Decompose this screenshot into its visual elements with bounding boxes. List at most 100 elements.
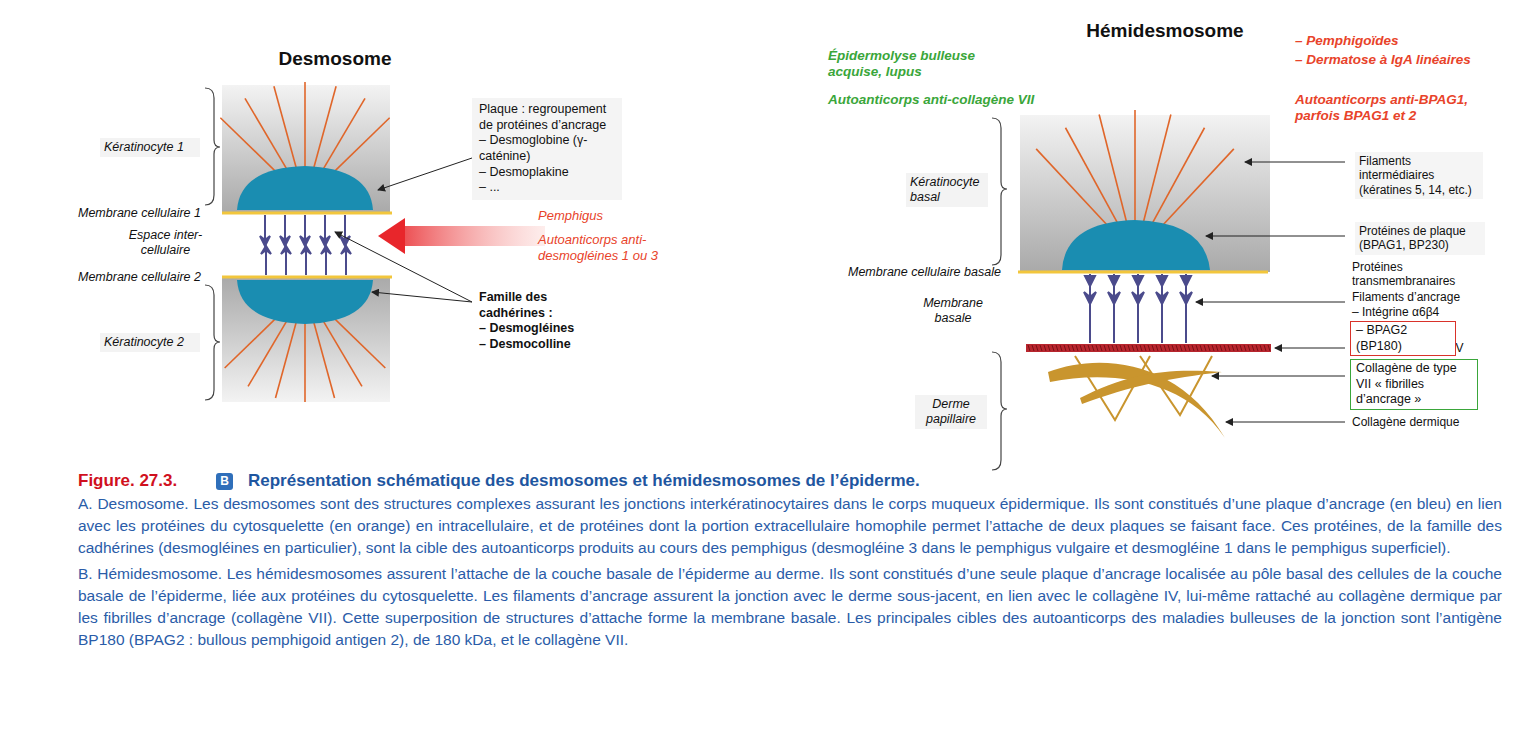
stroke bbox=[1112, 345, 1114, 351]
stroke bbox=[1184, 345, 1186, 351]
arrowhead bbox=[1180, 292, 1192, 304]
stroke bbox=[1052, 345, 1054, 351]
stroke bbox=[1200, 345, 1202, 351]
figure-caption: A. Desmosome. Les desmosomes sont des st… bbox=[78, 493, 1502, 559]
stroke bbox=[304, 215, 306, 240]
stroke bbox=[1100, 345, 1102, 351]
dermal-collagen bbox=[1048, 363, 1225, 438]
stroke bbox=[1140, 345, 1142, 351]
label-box: Plaque : regroupement de protéines d’anc… bbox=[472, 98, 622, 200]
level-badge bbox=[216, 473, 233, 490]
stroke bbox=[327, 118, 390, 179]
stroke bbox=[324, 215, 326, 240]
stroke bbox=[1156, 345, 1158, 351]
label: Pemphigus bbox=[538, 208, 658, 224]
stroke bbox=[1064, 345, 1066, 351]
stroke bbox=[1056, 345, 1058, 351]
stroke bbox=[1164, 345, 1166, 351]
label: Kératinocyte basal bbox=[906, 173, 988, 207]
stroke bbox=[1104, 345, 1106, 351]
cell-membrane bbox=[222, 276, 392, 279]
stroke bbox=[1220, 345, 1222, 351]
stroke bbox=[1176, 345, 1178, 351]
label: Protéines transmembranaires bbox=[1352, 260, 1470, 289]
label: – Dermatose à IgA linéaires bbox=[1295, 52, 1505, 68]
stroke bbox=[1256, 345, 1258, 351]
keratin-filaments bbox=[220, 82, 389, 402]
label: Filaments intermédiaires (kératines 5, 1… bbox=[1355, 152, 1483, 199]
leader-line bbox=[1196, 162, 1345, 422]
stroke bbox=[1240, 345, 1242, 351]
bracket bbox=[992, 118, 1007, 470]
stroke bbox=[313, 86, 336, 171]
stroke bbox=[313, 319, 335, 398]
stroke bbox=[1236, 345, 1238, 351]
stroke bbox=[1188, 345, 1190, 351]
stroke bbox=[1149, 128, 1204, 229]
stroke bbox=[1134, 110, 1136, 225]
stroke bbox=[1148, 345, 1150, 351]
label: Derme papillaire bbox=[915, 395, 987, 429]
stroke bbox=[1196, 345, 1198, 351]
stroke bbox=[1048, 345, 1050, 351]
stroke bbox=[320, 316, 362, 387]
stroke bbox=[1260, 345, 1262, 351]
stroke bbox=[1076, 345, 1078, 351]
label: Espace inter-cellulaire bbox=[118, 228, 213, 258]
stroke bbox=[1264, 345, 1266, 351]
collagen-iv-texture bbox=[1028, 345, 1270, 351]
leader-line bbox=[335, 158, 472, 302]
stroke bbox=[1092, 345, 1094, 351]
label: Desmosome bbox=[270, 48, 400, 71]
arrowhead bbox=[260, 236, 270, 246]
stroke bbox=[1065, 128, 1120, 229]
label: Membrane cellulaire 2 bbox=[78, 270, 213, 285]
stroke bbox=[1252, 345, 1254, 351]
keratin-filaments bbox=[1036, 110, 1234, 233]
stroke bbox=[1204, 345, 1206, 351]
label: Membrane basale bbox=[918, 296, 988, 326]
stroke bbox=[275, 319, 297, 398]
arrowhead bbox=[281, 246, 291, 254]
label: – Intégrine α6β4 bbox=[1352, 305, 1492, 319]
antibody-arrow bbox=[378, 218, 405, 254]
stroke bbox=[1028, 345, 1030, 351]
box-text: Collagène de type VII « fibrilles d’ancr… bbox=[1356, 361, 1472, 408]
label: Membrane cellulaire basale bbox=[848, 265, 1016, 280]
stroke bbox=[1168, 345, 1170, 351]
arrowhead bbox=[1084, 292, 1096, 304]
stroke bbox=[1099, 115, 1127, 226]
cell-background bbox=[222, 85, 390, 213]
stroke bbox=[1212, 345, 1214, 351]
label: B bbox=[216, 473, 233, 490]
stroke bbox=[1232, 345, 1234, 351]
stroke bbox=[245, 98, 290, 174]
label: – Pemphigoïdes bbox=[1295, 33, 1495, 49]
arrowhead bbox=[1085, 276, 1095, 286]
box-text: – BPAG2 (BP180) bbox=[1356, 323, 1450, 354]
stroke bbox=[1116, 345, 1118, 351]
stroke bbox=[1224, 345, 1226, 351]
stroke bbox=[1124, 345, 1126, 351]
stroke bbox=[1142, 115, 1170, 226]
stroke bbox=[274, 86, 297, 171]
stroke bbox=[1248, 345, 1250, 351]
stroke bbox=[1128, 345, 1130, 351]
dermal-collagen bbox=[1080, 371, 1222, 404]
stroke bbox=[285, 250, 287, 275]
stroke bbox=[345, 250, 347, 275]
arrowhead bbox=[1132, 292, 1144, 304]
stroke bbox=[1155, 149, 1233, 233]
label-box: – BPAG2 (BP180) bbox=[1350, 321, 1456, 356]
stroke bbox=[1208, 345, 1210, 351]
arrowhead bbox=[280, 236, 290, 246]
stroke bbox=[1088, 345, 1090, 351]
arrowhead bbox=[341, 246, 351, 254]
figure-title: Représentation schématique des desmosome… bbox=[248, 471, 1448, 491]
stroke bbox=[1084, 345, 1086, 351]
box-text: – Desmogléines bbox=[479, 321, 605, 337]
label-box: Famille des cadhérines :– Desmogléines– … bbox=[472, 286, 612, 357]
plaque bbox=[237, 280, 373, 324]
stroke bbox=[1068, 345, 1070, 351]
label: Hémidesmosome bbox=[1080, 20, 1250, 43]
